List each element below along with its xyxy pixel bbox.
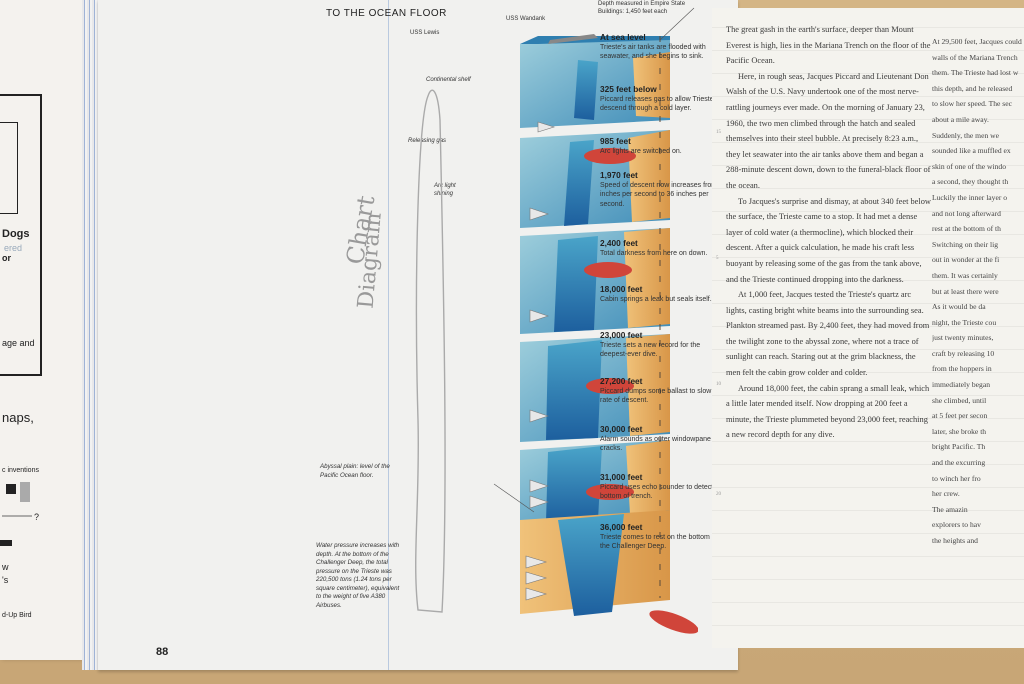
column-line: about a mile away. xyxy=(932,114,989,124)
arc-light-label: Arc light shining xyxy=(434,183,456,197)
pressure-note: Water pressure increases with depth. At … xyxy=(316,542,400,609)
line-number: 20 xyxy=(716,492,721,497)
ship-label: USS Wandank xyxy=(506,16,546,22)
column-line: immediately began xyxy=(932,380,990,390)
abyssal-note: Abyssal plain: level of the Pacific Ocea… xyxy=(320,463,390,479)
column-line: to winch her fro xyxy=(932,473,981,483)
fragment-text: c inventions xyxy=(2,467,39,474)
column-line: craft by releasing 10 xyxy=(932,348,995,358)
column-line: out in wonder at the fi xyxy=(932,255,1000,265)
paragraph: Here, in rough seas, Jacques Piccard and… xyxy=(726,71,931,190)
right-page: 15 5 10 20 The great gash in the earth's… xyxy=(712,8,1024,648)
column-line: this depth, and he released xyxy=(932,83,1013,93)
block-dark xyxy=(520,228,670,334)
fragment-text: ? xyxy=(34,512,40,522)
column-line: Luckily the inner layer o xyxy=(932,192,1008,202)
fragment-text: 's xyxy=(2,575,9,585)
block-abyss xyxy=(520,334,670,442)
book-spine xyxy=(82,0,98,670)
fragment-text: ered xyxy=(4,243,23,253)
column-line: explorers to hav xyxy=(932,520,981,530)
block-surface xyxy=(520,34,670,128)
column-line: her crew. xyxy=(932,489,960,499)
block-trench xyxy=(520,510,670,616)
continued-column: At 29,500 feet, Jacques could walls of th… xyxy=(932,34,1024,549)
airbus-icons xyxy=(525,121,556,601)
page-number: 88 xyxy=(156,646,169,658)
ocean-depth-diagram xyxy=(415,7,698,634)
fragment-text: age and xyxy=(2,338,35,348)
column-line: to slow her speed. The sec xyxy=(932,99,1012,109)
column-line: Suddenly, the men we xyxy=(932,130,999,140)
column-line: and the excurring xyxy=(932,458,986,468)
column-line: The amazin xyxy=(932,504,968,514)
column-line: the heights and xyxy=(932,536,978,545)
column-line: a second, they thought th xyxy=(932,177,1009,187)
leader-lines xyxy=(493,7,695,513)
column-line: just twenty minutes, xyxy=(932,333,994,343)
gas-label: Releasing gas xyxy=(408,138,447,144)
left-page: TO THE OCEAN FLOOR 88 USS Lewis USS Wand… xyxy=(98,0,738,670)
column-line: from the hoppers in xyxy=(932,364,992,374)
inventions-illustration xyxy=(0,482,32,546)
paragraph: To Jacques's surprise and dismay, at abo… xyxy=(726,196,931,284)
depth-scale-label: Depth measured in Empire State Buildings… xyxy=(598,1,686,15)
shelf-label: Continental shelf xyxy=(426,77,471,83)
column-line: Switching on their lig xyxy=(932,239,999,249)
fragment-text: d-Up Bird xyxy=(2,612,32,619)
line-number: 10 xyxy=(716,382,721,387)
paragraph: At 1,000 feet, Jacques tested the Triest… xyxy=(726,290,930,378)
line-number: 15 xyxy=(716,130,721,135)
fragment-text: naps, xyxy=(2,410,34,425)
column-line: As it would be da xyxy=(932,302,986,312)
story-column: The great gash in the earth's surface, d… xyxy=(726,22,932,443)
block-deep xyxy=(520,440,670,522)
adjacent-book-page: Dogs ered or age and naps, c inventions … xyxy=(0,0,84,660)
column-line: bright Pacific. Th xyxy=(932,442,986,452)
inner-frame xyxy=(0,122,18,214)
page-frame xyxy=(0,94,42,376)
paragraph: Around 18,000 feet, the cabin sprang a s… xyxy=(726,383,930,440)
column-line: later, she broke th xyxy=(932,426,987,436)
page-title: TO THE OCEAN FLOOR xyxy=(326,8,447,19)
column-line: walls of the Mariana Trench xyxy=(932,52,1018,62)
column-line: and not long afterward xyxy=(932,208,1001,218)
column-line: sounded like a muffled ex xyxy=(932,146,1011,156)
ship-label: USS Lewis xyxy=(410,30,440,36)
column-line: them. It was certainly xyxy=(932,270,998,280)
fragment-text: or xyxy=(2,253,11,263)
column-line: rest at the bottom of th xyxy=(932,224,1001,234)
column-line: but at least there were xyxy=(932,286,999,296)
trieste-icon xyxy=(649,610,698,634)
column-line: At 29,500 feet, Jacques could xyxy=(932,37,1022,46)
line-number: 5 xyxy=(716,256,719,261)
column-line: skin of one of the windo xyxy=(932,161,1007,171)
fragment-text: Dogs xyxy=(2,228,30,240)
column-line: at 5 feet per secon xyxy=(932,411,988,421)
pencil-outline xyxy=(415,89,446,613)
column-line: she climbed, until xyxy=(932,395,987,405)
column-line: them. The Trieste had lost w xyxy=(932,68,1019,78)
fragment-text: w xyxy=(2,562,9,572)
column-divider xyxy=(388,0,389,670)
column-line: night, the Trieste cou xyxy=(932,317,997,327)
paragraph: The great gash in the earth's surface, d… xyxy=(726,25,931,66)
